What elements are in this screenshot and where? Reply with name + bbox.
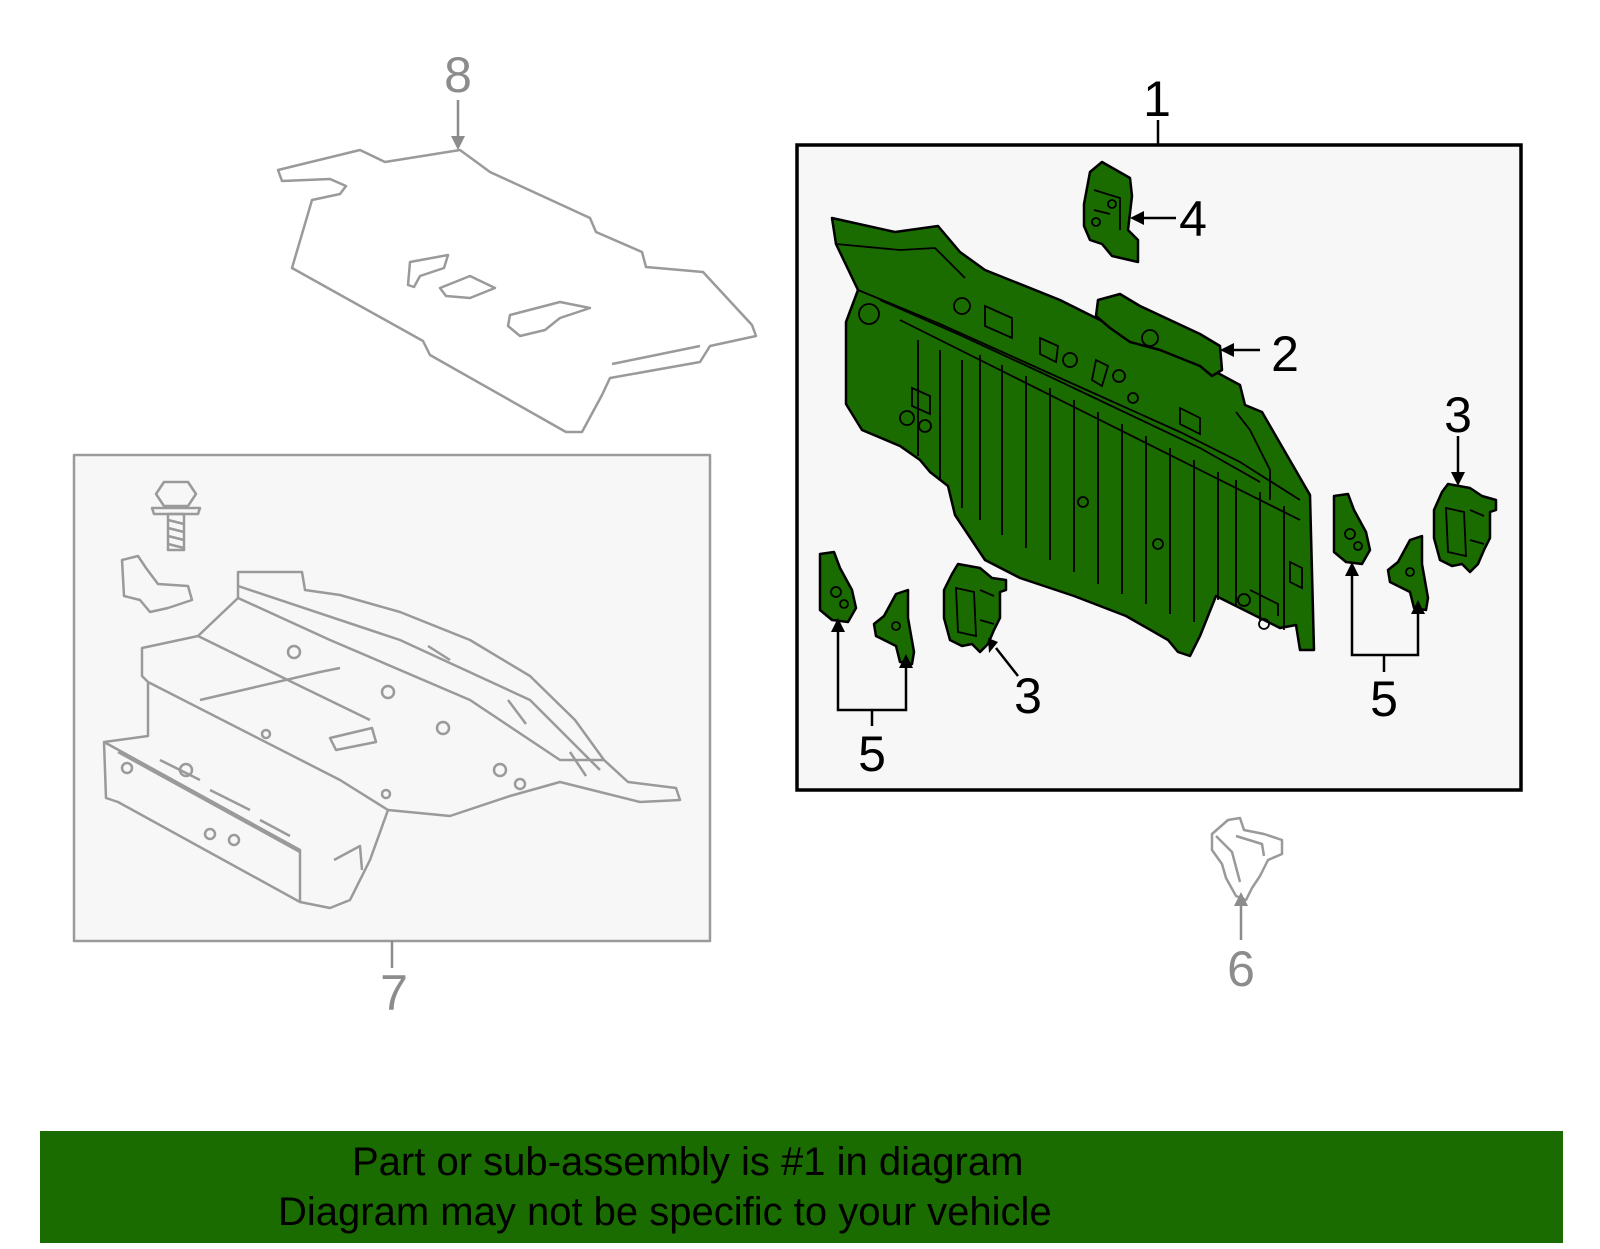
banner-line-1: Part or sub-assembly is #1 in diagram xyxy=(352,1140,1024,1184)
callout-7: 7 xyxy=(380,965,408,1021)
part-6-bracket[interactable] xyxy=(1210,816,1284,902)
info-banner: Part or sub-assembly is #1 in diagram Di… xyxy=(40,1131,1563,1243)
callout-1: 1 xyxy=(1143,71,1171,127)
callout-6: 6 xyxy=(1227,941,1255,997)
leader-lines xyxy=(390,100,1465,968)
callout-5-left: 5 xyxy=(858,726,886,782)
part-4-bracket[interactable] xyxy=(1082,160,1140,264)
part-7-bracket[interactable] xyxy=(120,554,194,614)
callout-5-right: 5 xyxy=(1370,671,1398,727)
callout-4: 4 xyxy=(1179,191,1207,247)
callout-2: 2 xyxy=(1271,326,1299,382)
part-7-rear-floor-pan[interactable] xyxy=(102,570,682,910)
part-2-reinforcement[interactable] xyxy=(1094,292,1224,378)
part-3-bracket-left[interactable] xyxy=(942,562,1008,654)
part-7-bolt[interactable] xyxy=(150,480,202,552)
part-8-parcel-shelf[interactable] xyxy=(276,148,758,434)
part-3-bracket-right[interactable] xyxy=(1432,482,1498,574)
callout-3-left: 3 xyxy=(1014,668,1042,724)
callout-8: 8 xyxy=(444,47,472,103)
banner-line-2: Diagram may not be specific to your vehi… xyxy=(278,1190,1052,1234)
callout-3-right: 3 xyxy=(1444,387,1472,443)
part-5-brackets-left[interactable] xyxy=(818,550,916,666)
